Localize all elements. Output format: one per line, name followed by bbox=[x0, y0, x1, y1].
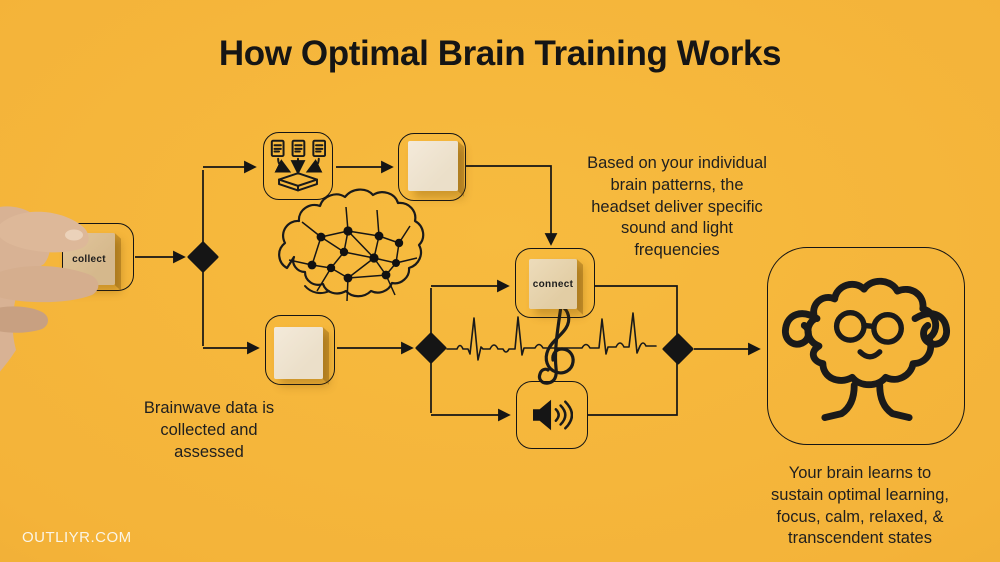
treble-clef-icon bbox=[537, 304, 575, 385]
node-connect bbox=[515, 248, 595, 318]
node-speaker bbox=[516, 381, 588, 449]
diamond-connector-icon bbox=[662, 333, 694, 365]
hand-holding-block bbox=[0, 192, 118, 397]
caption-frequencies: Based on your individual brain patterns,… bbox=[587, 154, 767, 260]
diamond-connector-icon bbox=[187, 241, 219, 273]
ecg-waveform-icon bbox=[446, 312, 657, 361]
connect-block-label: connect bbox=[532, 278, 574, 290]
documents-collection-icon bbox=[270, 139, 326, 192]
connector-block-to-connect bbox=[466, 165, 558, 246]
blank-block-bottom bbox=[274, 327, 323, 379]
connect-block: connect bbox=[529, 259, 577, 309]
strong-brain-icon bbox=[782, 277, 950, 421]
page-title: How Optimal Brain Training Works bbox=[218, 34, 782, 73]
blank-block-top bbox=[408, 141, 458, 191]
connector-connect-to-junction3 bbox=[595, 285, 678, 336]
watermark: OUTLIYR.COM bbox=[22, 529, 132, 546]
diamond-connector-icon bbox=[415, 332, 447, 364]
caption-brainwave: Brainwave data is collected and assessed bbox=[143, 399, 275, 461]
node-data-sources bbox=[263, 132, 333, 200]
connector-speaker-to-junction3 bbox=[588, 362, 678, 416]
brain-network-icon bbox=[278, 188, 425, 302]
speaker-icon bbox=[533, 399, 573, 431]
node-block-top bbox=[398, 133, 466, 201]
node-outcome bbox=[767, 247, 965, 445]
collect-block-label: collect bbox=[72, 253, 106, 265]
diamond-connector-icons bbox=[187, 241, 694, 365]
caption-outcome: Your brain learns to sustain optimal lea… bbox=[771, 464, 949, 548]
node-block-bottom bbox=[265, 315, 335, 385]
